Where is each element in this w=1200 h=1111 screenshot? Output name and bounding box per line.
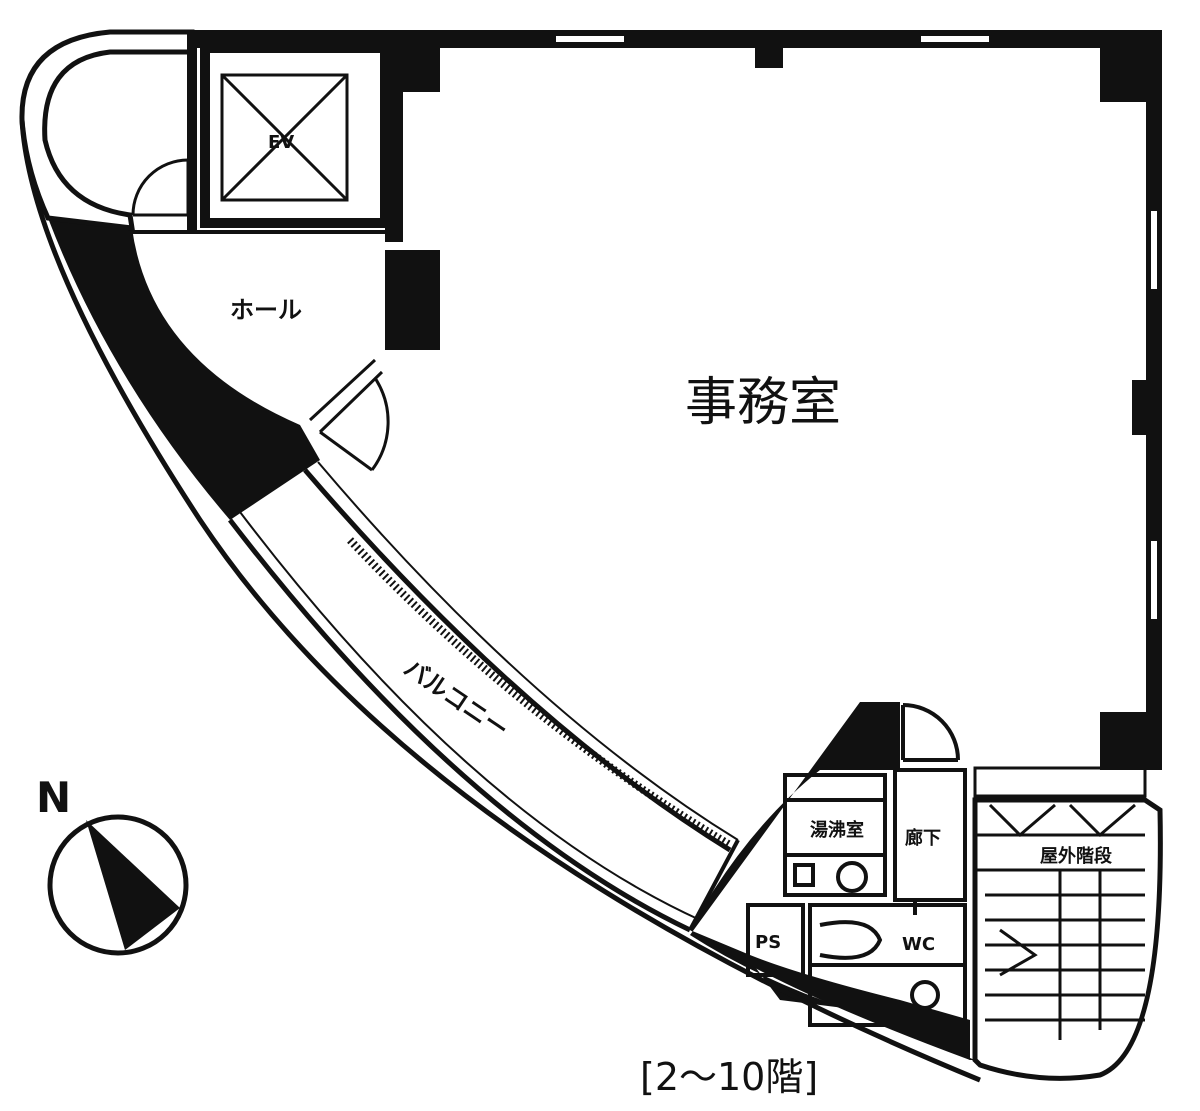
- room-label-kitchenette: 湯沸室: [810, 819, 864, 841]
- outer-curve: [19, 119, 981, 1083]
- room-label-pipe-space: PS: [755, 932, 781, 953]
- compass-needle-icon: [86, 820, 180, 950]
- balcony: [228, 461, 740, 933]
- hall-door: [131, 158, 190, 217]
- floor-range-label: [2～10階]: [640, 1055, 818, 1099]
- room-label-office: 事務室: [685, 373, 841, 433]
- exterior-walls: [48, 30, 1162, 1060]
- service-core: [746, 703, 967, 1027]
- elevator-shaft: [200, 43, 390, 228]
- room-label-outdoor-stairs: 屋外階段: [1040, 845, 1113, 867]
- room-label-toilet: WC: [902, 934, 935, 955]
- windows: [554, 34, 1159, 621]
- room-label-hall: ホール: [230, 296, 302, 324]
- outdoor-stairs: [972, 766, 1163, 1081]
- room-label-elevator: EV: [268, 132, 294, 153]
- nw-corner-outline: [19, 29, 195, 231]
- room-label-corridor: 廊下: [905, 827, 941, 849]
- office-door: [308, 358, 390, 472]
- compass-north-label: N: [36, 773, 71, 822]
- compass: N: [36, 773, 189, 956]
